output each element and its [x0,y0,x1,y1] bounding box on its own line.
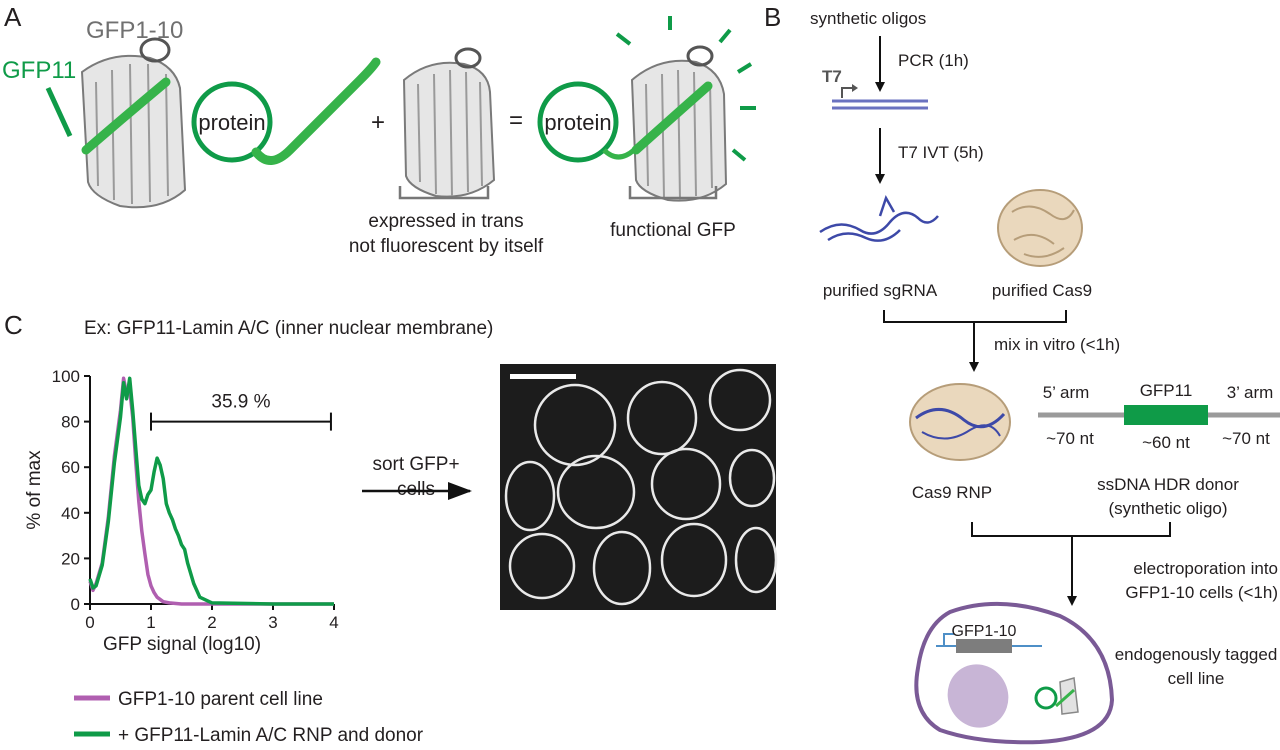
scale-bar [510,374,576,379]
cas9-rnp-structure [909,383,1011,461]
mix-in-vitro-text: mix in vitro (<1h) [994,335,1120,354]
cell-gene-label: GFP1-10 [952,623,1017,640]
equals-sign: = [509,107,523,134]
five-arm-length-text: ~70 nt [1046,429,1094,448]
panel-label-a: A [4,2,22,32]
y-tick-label: 60 [61,458,80,477]
gate-percentage-label: 35.9 % [211,392,270,413]
cas9-rnp-text: Cas9 RNP [912,483,992,502]
pcr-text: PCR (1h) [898,51,969,70]
ivt-text: T7 IVT (5h) [898,143,984,162]
panel-c-title: Ex: GFP11-Lamin A/C (inner nuclear membr… [84,318,493,339]
cas9-structure [997,189,1083,267]
gene-promoter-arrow [943,633,954,646]
protein-circle-1 [191,81,273,163]
five-prime-arm-text: 5’ arm [1043,383,1090,402]
legend-label-rnp: + GFP11-Lamin A/C RNP and donor [118,725,424,746]
synthetic-oligos-text: synthetic oligos [810,9,926,28]
purified-sgrna-text: purified sgRNA [823,281,938,300]
endogenously-tagged-text: endogenously tagged [1115,645,1278,664]
fluorescence-rays [615,16,756,162]
y-tick-label: 0 [71,595,80,614]
sort-cells-text: cells [397,479,435,500]
gfp11-strand [251,57,381,165]
protein-circle-2 [537,81,619,163]
sort-gfp-text: sort GFP+ [372,454,459,475]
y-axis-label: % of max [24,450,45,530]
gfp1-10-cells-text: GFP1-10 cells (<1h) [1125,583,1278,602]
linker-strand [602,148,636,160]
not-fluorescent-text: not fluorescent by itself [349,236,544,257]
ssdna-donor-text: ssDNA HDR donor [1097,475,1239,494]
x-tick-label: 2 [207,613,216,632]
electroporation-bracket [971,522,1171,537]
electroporation-text: electroporation into [1133,559,1278,578]
synthetic-oligo-text: (synthetic oligo) [1108,499,1227,518]
three-arm-length-text: ~70 nt [1222,429,1270,448]
purified-cas9-text: purified Cas9 [992,281,1092,300]
gfp11-indicator-line [45,86,73,138]
sgrna-structure [819,194,939,242]
x-axis-label: GFP signal (log10) [103,634,261,655]
cell-nucleus [947,664,1009,728]
bracket-functional-gfp [628,186,718,200]
t7-promoter-arrow [841,87,854,98]
gfp-barrel-structure-middle [402,47,496,198]
cell-protein-circle [1034,686,1058,710]
gfp1-10-label: GFP1-10 [86,17,183,44]
plus-sign: + [371,109,385,136]
x-tick-label: 0 [85,613,94,632]
dna-template [832,99,928,110]
panel-label-c: C [4,310,23,340]
gfp11-length-text: ~60 nt [1142,433,1190,452]
protein-label-2: protein [544,110,611,135]
cell-line-text: cell line [1168,669,1225,688]
t7-label: T7 [822,67,842,86]
three-prime-arm-text: 3’ arm [1227,383,1274,402]
hdr-donor-oligo [1038,405,1280,425]
microscopy-image [500,364,778,610]
protein-label-1: protein [198,110,265,135]
y-tick-label: 100 [52,367,80,386]
y-tick-label: 20 [61,549,80,568]
donor-gfp11-text: GFP11 [1140,381,1193,400]
x-tick-label: 4 [329,613,338,632]
y-tick-label: 40 [61,504,80,523]
gfp1-10-gene-box [956,639,1012,653]
panel-label-b: B [764,2,781,32]
mix-bracket [883,310,1067,323]
gfp11-label: GFP11 [2,57,76,84]
gfp-barrel-structure-functional [630,45,728,202]
series-line-2 [88,376,334,606]
x-tick-label: 1 [146,613,155,632]
bracket-expressed-in-trans [398,186,490,200]
functional-gfp-text: functional GFP [610,220,736,241]
x-tick-label: 3 [268,613,277,632]
y-tick-label: 80 [61,413,80,432]
legend-label-parent: GFP1-10 parent cell line [118,689,323,710]
gfp-barrel-structure-left [80,37,187,209]
expressed-in-trans-text: expressed in trans [368,211,523,232]
